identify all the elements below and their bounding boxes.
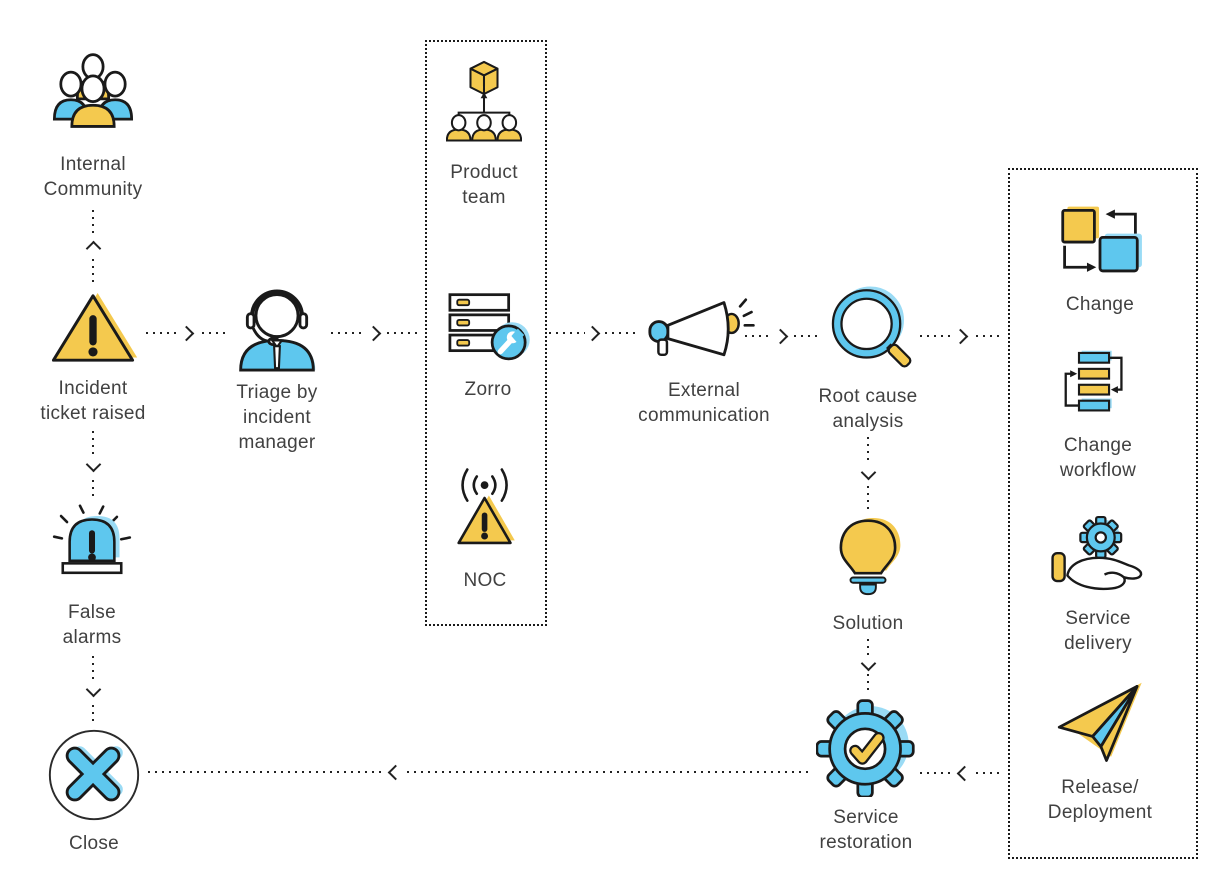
node-release-deployment: Release/ Deployment (1025, 679, 1175, 825)
change-group-box (1008, 168, 1198, 859)
node-external-communication: External communication (624, 294, 784, 428)
service-restoration-label: Service restoration (819, 807, 913, 853)
incident-ticket-label: Incident ticket raised (40, 378, 146, 424)
noc-label: NOC (463, 570, 507, 591)
arrow-incident-to-triage (146, 325, 230, 341)
node-product-team: Product team (429, 58, 539, 210)
swap-squares-icon (1053, 202, 1147, 284)
close-label: Close (68, 833, 120, 854)
arrow-rootcause-to-change (920, 328, 1004, 344)
root-cause-analysis-label: Root cause analysis (818, 386, 918, 432)
arrow-incident-to-community (85, 210, 101, 282)
people-group-icon (47, 50, 139, 144)
arrow-falsealarms-to-close (85, 656, 101, 726)
triage-label: Triage by incident manager (236, 382, 318, 453)
arrow-change-to-restoration (920, 765, 1004, 781)
node-internal-community: Internal Community (33, 50, 153, 202)
node-service-restoration: Service restoration (801, 697, 931, 855)
signal-alert-icon (444, 468, 526, 560)
external-communication-label: External communication (638, 380, 770, 426)
product-team-label: Product team (450, 162, 518, 208)
node-change: Change (1035, 202, 1165, 317)
node-change-workflow: Change workflow (1033, 349, 1163, 483)
product-team-icon (445, 58, 523, 152)
escalation-group-box (425, 40, 547, 626)
arrow-restoration-to-close (148, 764, 812, 780)
arrow-triage-to-escalation (331, 325, 419, 341)
workflow-bars-icon (1056, 349, 1140, 425)
internal-community-label: Internal Community (43, 154, 143, 200)
node-false-alarms: False alarms (32, 502, 152, 650)
magnifier-icon (823, 286, 913, 376)
node-service-delivery: Service delivery (1033, 514, 1163, 656)
arrow-rootcause-to-solution (860, 437, 876, 511)
paper-plane-icon (1053, 679, 1147, 767)
support-agent-icon (229, 284, 325, 372)
zorro-label: Zorro (464, 379, 512, 400)
release-deployment-label: Release/ Deployment (1047, 777, 1153, 823)
gear-check-icon (815, 697, 916, 799)
node-incident-ticket-raised: Incident ticket raised (28, 288, 158, 426)
node-noc: NOC (430, 468, 540, 593)
hand-gear-icon (1047, 514, 1149, 598)
change-label: Change (1065, 294, 1135, 315)
lightbulb-icon (833, 517, 903, 603)
node-triage: Triage by incident manager (202, 284, 352, 455)
warning-triangle-icon (47, 288, 139, 368)
arrow-incident-to-falsealarms (85, 431, 101, 501)
change-workflow-label: Change workflow (1059, 435, 1137, 481)
node-root-cause-analysis: Root cause analysis (803, 286, 933, 434)
false-alarms-label: False alarms (62, 602, 122, 648)
arrow-solution-to-restoration (860, 639, 876, 691)
solution-label: Solution (832, 613, 904, 634)
node-zorro: Zorro (433, 291, 543, 402)
server-wrench-icon (444, 291, 532, 369)
node-solution: Solution (808, 517, 928, 636)
close-circle-icon (46, 727, 142, 823)
node-close: Close (34, 727, 154, 856)
arrow-escalation-to-external (549, 325, 639, 341)
service-delivery-label: Service delivery (1064, 608, 1132, 654)
alarm-siren-icon (49, 502, 135, 592)
arrow-external-to-rootcause (745, 328, 819, 344)
megaphone-icon (647, 294, 761, 370)
